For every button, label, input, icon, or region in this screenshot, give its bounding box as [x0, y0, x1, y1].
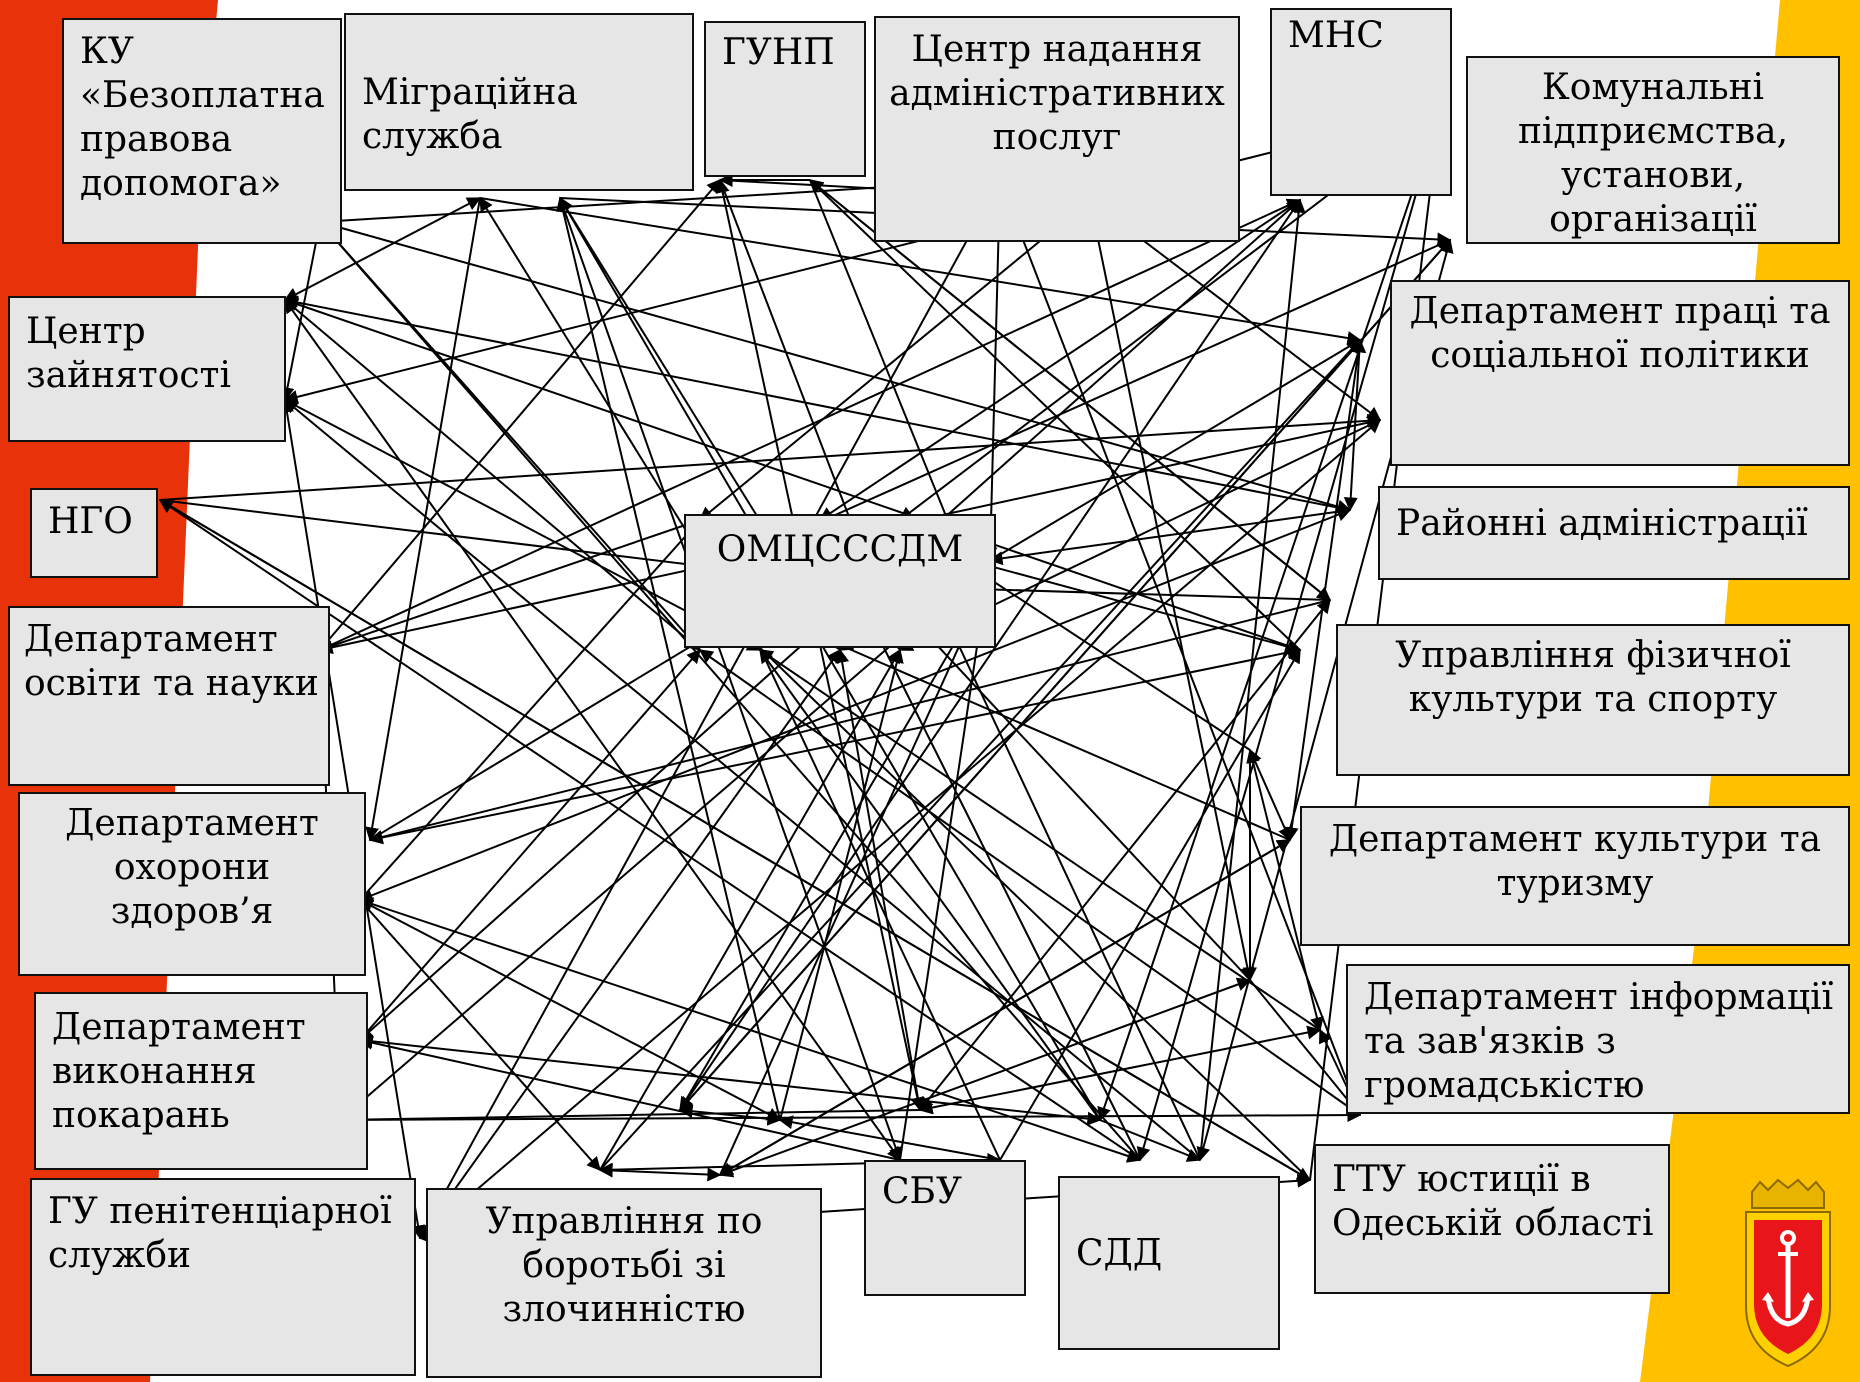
node-label: КУ «Безоплатна правова допомога» [80, 31, 325, 204]
node-central-omcsssdm: ОМЦСССДМ [684, 514, 996, 648]
node-label: Департамент культури та туризму [1328, 819, 1822, 904]
node-admin-services-center: Центр надання адміністративних послуг [874, 16, 1240, 242]
node-label: МНС [1288, 15, 1384, 56]
node-penitentiary-service: ГУ пенітенціарної служби [30, 1178, 416, 1376]
node-label: Районні адміністрації [1396, 503, 1808, 544]
node-health-protection-dept: Департамент охорони здоров’я [18, 792, 366, 976]
node-label: ГУ пенітенціарної служби [48, 1191, 392, 1276]
node-label: СБУ [882, 1171, 963, 1212]
node-label: Центр надання адміністративних послуг [889, 29, 1225, 158]
node-label: Департамент охорони здоров’я [65, 803, 319, 932]
node-label: Департамент освіти та науки [24, 619, 319, 704]
node-penalty-execution-dept: Департамент виконання покарань [34, 992, 368, 1170]
node-label: ГТУ юстиції в Одеській області [1332, 1159, 1654, 1244]
node-gtu-justice: ГТУ юстиції в Одеській області [1314, 1144, 1670, 1294]
node-sport-department: Управління фізичної культури та спорту [1336, 624, 1850, 776]
node-communal-enterprises: Комунальні підприємства, установи, орган… [1466, 56, 1840, 244]
node-label: Управління по боротьбі зі злочинністю [485, 1201, 763, 1330]
node-label: Департамент праці та соціальної політики [1409, 291, 1831, 376]
node-sdd: СДД [1058, 1176, 1280, 1350]
node-info-public-relations-dept: Департамент інформації та зав'язків з гр… [1346, 964, 1850, 1114]
node-gunp: ГУНП [704, 21, 866, 177]
node-ku-free-legal-aid: КУ «Безоплатна правова допомога» [62, 18, 342, 244]
node-label: ОМЦСССДМ [716, 529, 964, 570]
node-labor-social-policy-dept: Департамент праці та соціальної політики [1390, 280, 1850, 466]
node-crime-fighting-dept: Управління по боротьбі зі злочинністю [426, 1188, 822, 1378]
node-migration-service: Міграційна служба [344, 13, 694, 191]
node-label: Міграційна служба [362, 72, 578, 157]
node-label: Департамент виконання покарань [52, 1007, 306, 1136]
node-sbu: СБУ [864, 1160, 1026, 1296]
node-employment-center: Центр зайнятості [8, 296, 286, 442]
node-label: Департамент інформації та зав'язків з гр… [1364, 977, 1834, 1106]
node-label: НГО [48, 501, 133, 542]
node-label: СДД [1076, 1233, 1163, 1274]
node-district-administrations: Районні адміністрації [1378, 486, 1850, 580]
node-education-science-dept: Департамент освіти та науки [8, 606, 330, 786]
node-label: Комунальні підприємства, установи, орган… [1517, 67, 1789, 240]
node-label: Центр зайнятості [26, 311, 231, 396]
node-label: Управління фізичної культури та спорту [1395, 635, 1791, 720]
node-mns: МНС [1270, 8, 1452, 196]
node-ngo: НГО [30, 488, 158, 578]
odesa-coat-of-arms-icon [1745, 1178, 1831, 1368]
node-culture-tourism-dept: Департамент культури та туризму [1300, 806, 1850, 946]
node-label: ГУНП [722, 32, 835, 73]
